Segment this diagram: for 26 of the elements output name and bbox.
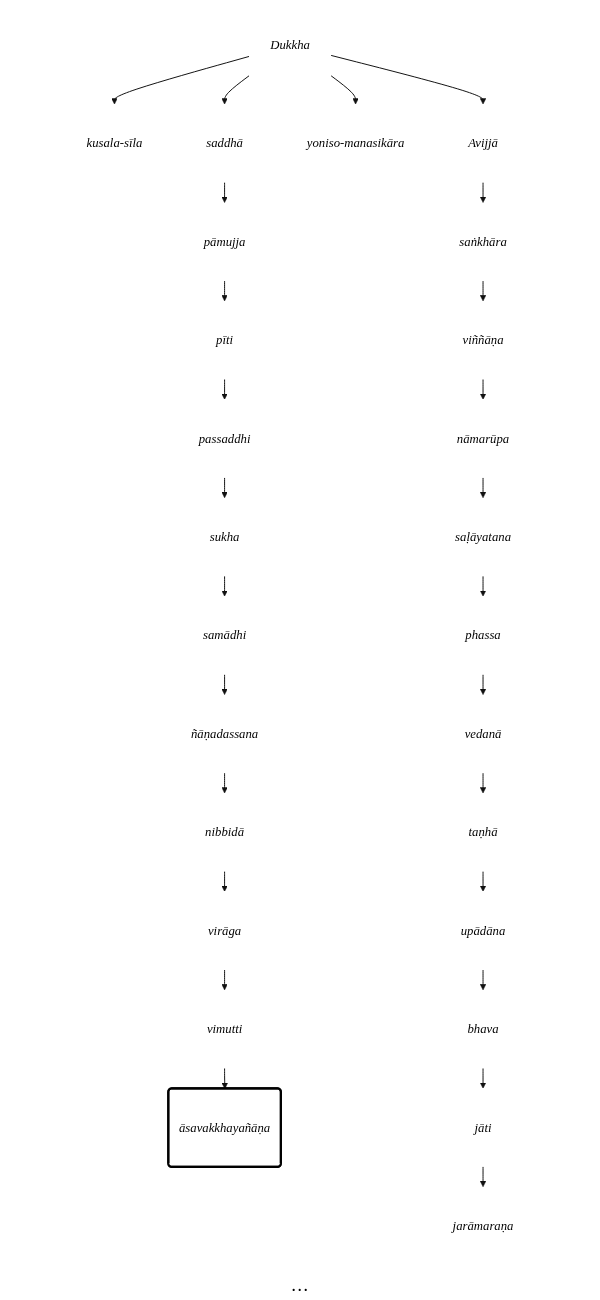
node-text: vedanā xyxy=(464,726,502,741)
node-text: Avijjā xyxy=(468,135,498,151)
node-text: viññāṇa xyxy=(462,332,504,347)
node-text: virāga xyxy=(207,923,242,938)
node-text: pīti xyxy=(216,332,234,347)
node-text: nāmarūpa xyxy=(456,431,510,446)
node-text: kusala-sīla xyxy=(86,135,143,151)
node-text: jarāmaraṇa xyxy=(452,1218,514,1233)
node-text: samādhi xyxy=(202,628,247,643)
node-text: sukha xyxy=(209,529,240,544)
node-text: bhava xyxy=(467,1021,499,1036)
node-text: upādāna xyxy=(460,923,506,938)
node-text: vimutti xyxy=(206,1021,243,1036)
node-text: saddhā xyxy=(206,135,243,151)
node-text: yoniso-manasikāra xyxy=(306,135,405,151)
node-text: saṅkhāra xyxy=(459,234,507,249)
node-text: Dukkha xyxy=(270,37,310,52)
node-text: phassa xyxy=(465,628,501,643)
node-text: ñāṇadassana xyxy=(190,726,259,741)
node-text: nibbidā xyxy=(205,824,245,840)
node-text: jāti xyxy=(474,1120,492,1135)
ellipsis-note: … xyxy=(292,1275,308,1295)
node-text: taṇhā xyxy=(468,824,498,840)
node-text: saḷāyatana xyxy=(455,529,512,544)
node-text: passaddhi xyxy=(198,431,251,446)
node-text: pāmujja xyxy=(203,234,246,249)
